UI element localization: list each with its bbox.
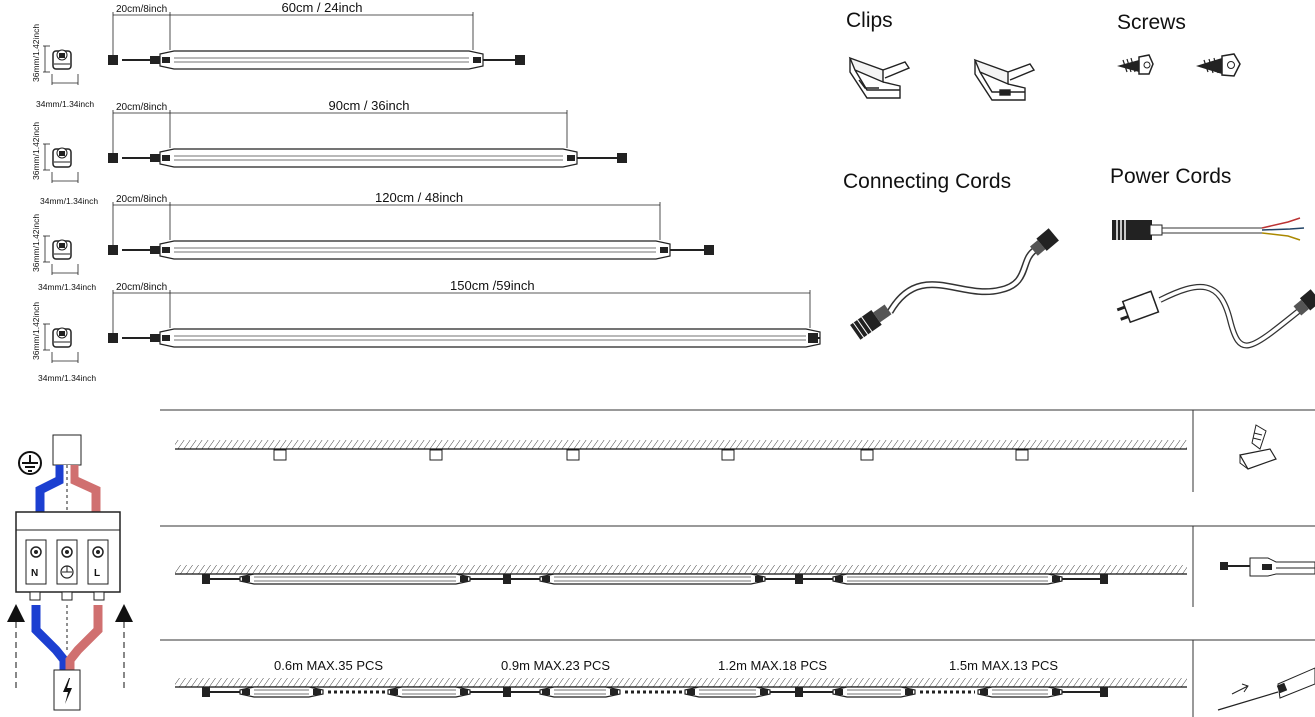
end-length-label: 20cm/8inch: [116, 102, 167, 113]
product-row: 36mm/1.42inch 34mm/1.34inch 20cm/8inch 60cm…: [31, 0, 525, 109]
tube-length-label: 150cm /59inch: [450, 278, 535, 293]
power-cords-title: Power Cords: [1110, 165, 1231, 188]
limit-label: 0.6m MAX.35 PCS: [274, 658, 383, 673]
ceiling-hatch: [175, 678, 1187, 687]
product-row: 36mm/1.42inch 34mm/1.34inch 20cm/8inch 90cm…: [31, 98, 627, 206]
tube-length-label: 60cm / 24inch: [282, 0, 363, 15]
mounted-clip: [1015, 449, 1029, 461]
limit-label: 1.5m MAX.13 PCS: [949, 658, 1058, 673]
mounted-tube: [239, 686, 324, 698]
clip-icon: [848, 56, 911, 99]
clip-screw-detail-icon: [1239, 424, 1277, 470]
end-length-label: 20cm/8inch: [116, 4, 167, 15]
product-row: 36mm/1.42inch 34mm/1.34inch 20cm/8inch 150c…: [31, 278, 821, 383]
width-label: 34mm/1.34inch: [40, 196, 98, 206]
mounted-tube: [539, 573, 766, 585]
product-row: 36mm/1.42inch 34mm/1.34inch 20cm/8inch 120c…: [31, 190, 714, 292]
mounted-clip: [429, 449, 443, 461]
tube-length-label: 90cm / 36inch: [329, 98, 410, 113]
mounted-tube: [832, 573, 1063, 585]
limit-label: 1.2m MAX.18 PCS: [718, 658, 827, 673]
cross-section-icon: 36mm/1.42inch 34mm/1.34inch: [31, 122, 98, 206]
mounted-tube: [977, 686, 1063, 698]
height-label: 36mm/1.42inch: [31, 214, 41, 272]
cross-section-icon: 36mm/1.42inch 34mm/1.34inch: [31, 302, 96, 383]
mounted-tube: [387, 686, 471, 698]
mounted-tube: [239, 573, 471, 585]
end-length-label: 20cm/8inch: [116, 282, 167, 293]
width-label: 34mm/1.34inch: [36, 99, 94, 109]
installation-panel: 0.6m MAX.35 PCS 0.9m MAX.23 PCS 1.2m MAX…: [160, 409, 1315, 717]
tube-end-detail-icon: [1220, 557, 1315, 577]
power-cord-icon: [1112, 217, 1305, 241]
ceiling-hatch: [175, 440, 1187, 449]
plug-cord-icon: [1116, 284, 1315, 349]
height-label: 36mm/1.42inch: [31, 302, 41, 360]
lightning-icon: [63, 678, 72, 704]
mounted-tube: [539, 686, 621, 698]
height-label: 36mm/1.42inch: [31, 122, 41, 180]
end-length-label: 20cm/8inch: [116, 194, 167, 205]
clip-icon: [973, 58, 1036, 101]
cross-section-icon: 36mm/1.42inch 34mm/1.34inch: [31, 214, 96, 292]
arrow-up-icon: [115, 604, 133, 622]
width-label: 34mm/1.34inch: [38, 282, 96, 292]
screw-icon: [1117, 54, 1154, 75]
height-label: 36mm/1.42inch: [31, 24, 41, 82]
tube-insert-detail-icon: [1217, 667, 1315, 711]
tube-length-label: 120cm / 48inch: [375, 190, 463, 205]
mounted-clip: [860, 449, 874, 461]
arrow-up-icon: [7, 604, 25, 622]
wiring-diagram: N L: [7, 434, 133, 711]
neutral-terminal-label: N: [31, 568, 38, 579]
mounted-clip: [721, 449, 735, 461]
width-label: 34mm/1.34inch: [38, 373, 96, 383]
limit-label: 0.9m MAX.23 PCS: [501, 658, 610, 673]
connecting-cord-icon: [850, 228, 1059, 340]
connecting-cords-title: Connecting Cords: [843, 170, 1011, 193]
mounted-tube: [684, 686, 771, 698]
ceiling-hatch: [175, 565, 1187, 574]
screws-title: Screws: [1117, 11, 1186, 34]
cross-section-icon: 36mm/1.42inch 34mm/1.34inch: [31, 24, 94, 109]
mounted-tube: [832, 686, 916, 698]
screw-icon: [1196, 53, 1241, 77]
mounted-clip: [566, 449, 580, 461]
clips-title: Clips: [846, 9, 893, 32]
live-terminal-label: L: [94, 568, 100, 579]
mounted-clip: [273, 449, 287, 461]
